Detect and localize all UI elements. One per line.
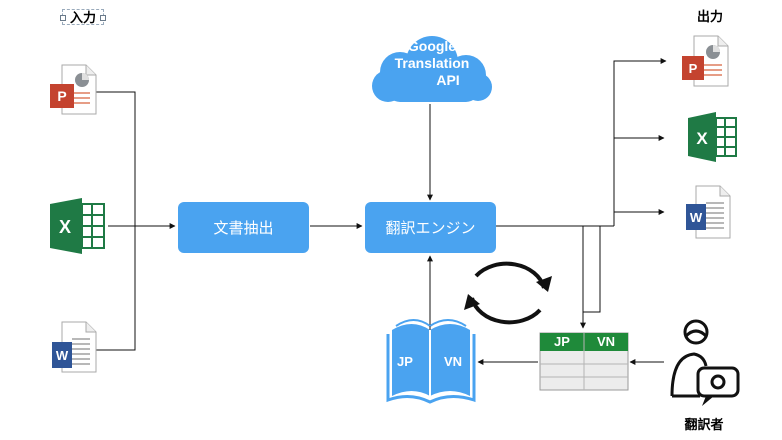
input-label[interactable]: 入力 bbox=[60, 9, 106, 25]
excel-input-icon: X bbox=[50, 198, 105, 254]
book-label-vn: VN bbox=[444, 354, 463, 369]
table-header-jp: JP bbox=[554, 334, 570, 349]
powerpoint-letter: P bbox=[57, 88, 66, 104]
table-header-vn: VN bbox=[596, 334, 616, 349]
translation-engine-box: 翻訳エンジン bbox=[365, 202, 496, 253]
word-letter: W bbox=[56, 348, 69, 363]
powerpoint-input-icon: P bbox=[50, 64, 97, 115]
selection-handle-right[interactable] bbox=[100, 15, 106, 21]
excel-letter: X bbox=[59, 217, 71, 237]
input-label-text: 入力 bbox=[69, 10, 96, 25]
cycle-icon bbox=[464, 261, 552, 325]
input-connectors bbox=[96, 91, 433, 352]
document-extraction-box: 文書抽出 bbox=[178, 202, 309, 253]
cloud-line-3: API bbox=[436, 72, 460, 88]
translator-icon bbox=[670, 319, 740, 406]
powerpoint-output-icon: P bbox=[682, 35, 729, 87]
word-output-letter: W bbox=[690, 210, 703, 225]
bilingual-book-icon bbox=[386, 319, 476, 404]
output-connectors bbox=[477, 58, 667, 365]
selection-handle-left[interactable] bbox=[60, 15, 66, 21]
cloud-shape bbox=[372, 36, 492, 102]
powerpoint-output-letter: P bbox=[689, 61, 698, 76]
google-translation-api-cloud: Google Translation API bbox=[368, 38, 496, 89]
word-output-icon: W bbox=[686, 185, 731, 239]
dictionary-table bbox=[539, 332, 629, 391]
cloud-line-2: Translation bbox=[394, 55, 470, 71]
word-input-icon: W bbox=[52, 321, 97, 373]
translator-label: 翻訳者 bbox=[684, 417, 724, 432]
excel-output-icon: X bbox=[688, 112, 737, 162]
cloud-line-1: Google bbox=[407, 38, 457, 54]
book-label-jp: JP bbox=[397, 354, 413, 369]
output-label: 出力 bbox=[696, 9, 723, 24]
excel-output-letter: X bbox=[696, 129, 708, 148]
